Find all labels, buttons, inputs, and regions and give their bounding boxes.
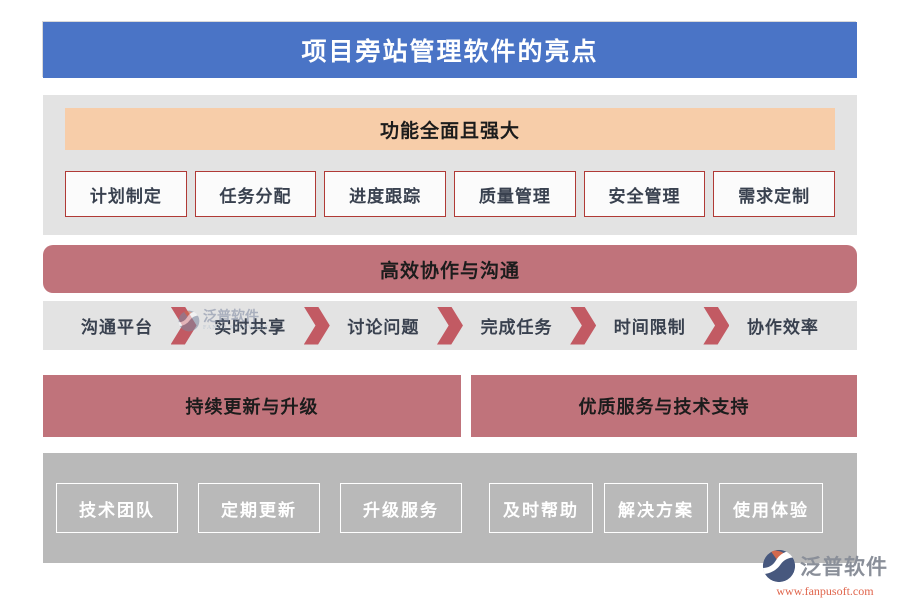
chevron-right-icon <box>703 306 730 345</box>
flow-step-platform: 沟通平台 <box>81 318 153 337</box>
feature-button-custom[interactable]: 需求定制 <box>713 171 836 217</box>
footer-website-link[interactable]: www.fanpusoft.com <box>776 584 874 598</box>
collaboration-banner: 高效协作与沟通 <box>43 245 857 293</box>
chevron-right-icon <box>570 306 597 345</box>
feature-button-plan[interactable]: 计划制定 <box>65 171 187 217</box>
footer-logo: 泛普软件 www.fanpusoft.com <box>762 549 888 599</box>
chevron-right-icon <box>436 306 463 345</box>
footer-brand-name: 泛普软件 <box>800 555 888 579</box>
page-title-banner: 项目旁站管理软件的亮点 <box>43 22 857 78</box>
feature-button-progress[interactable]: 进度跟踪 <box>324 171 447 217</box>
features-header: 功能全面且强大 <box>65 108 835 150</box>
flow-step-complete: 完成任务 <box>480 318 553 337</box>
chevron-right-icon <box>303 306 330 345</box>
feature-button-safety[interactable]: 安全管理 <box>583 171 706 217</box>
support-button-team[interactable]: 技术团队 <box>56 483 178 533</box>
update-button-group: 技术团队 定期更新 升级服务 <box>56 483 462 533</box>
collaboration-flow: 沟通平台 实时共享 讨论问题 完成任务 时间限制 协作效率 泛普软件 FANPU… <box>43 301 857 350</box>
feature-button-quality[interactable]: 质量管理 <box>454 171 576 217</box>
support-button-upgrade[interactable]: 升级服务 <box>340 483 462 533</box>
flow-step-time: 时间限制 <box>613 318 686 337</box>
feature-button-task[interactable]: 任务分配 <box>194 171 317 217</box>
chevron-right-icon <box>170 306 197 345</box>
fanpusoft-logo-icon <box>762 549 796 583</box>
support-button-solution[interactable]: 解决方案 <box>604 483 708 533</box>
support-section: 技术团队 定期更新 升级服务 及时帮助 解决方案 使用体验 <box>43 453 857 563</box>
page-title: 项目旁站管理软件的亮点 <box>301 39 599 66</box>
support-button-update[interactable]: 定期更新 <box>198 483 320 533</box>
flow-step-discuss: 讨论问题 <box>347 318 420 337</box>
service-button-group: 及时帮助 解决方案 使用体验 <box>489 483 823 533</box>
support-button-experience[interactable]: 使用体验 <box>719 483 823 533</box>
features-button-row: 计划制定 任务分配 进度跟踪 质量管理 安全管理 需求定制 <box>65 171 836 217</box>
features-section: 功能全面且强大 计划制定 任务分配 进度跟踪 质量管理 安全管理 需求定制 <box>43 95 857 235</box>
update-banner: 持续更新与升级 <box>43 375 461 437</box>
service-banner: 优质服务与技术支持 <box>471 375 857 437</box>
flow-step-share: 实时共享 <box>214 318 287 337</box>
support-button-help[interactable]: 及时帮助 <box>489 483 593 533</box>
flow-step-efficiency: 协作效率 <box>746 318 819 337</box>
